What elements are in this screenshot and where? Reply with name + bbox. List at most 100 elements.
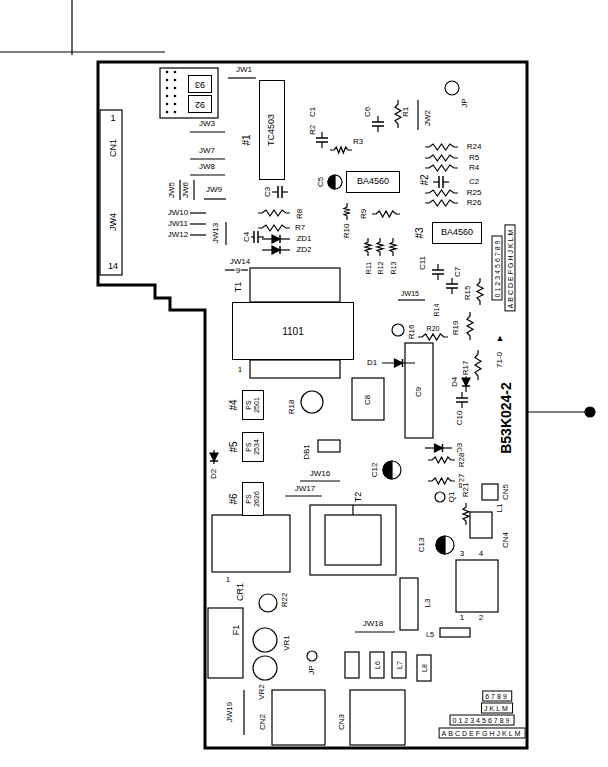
- wire: [258, 236, 264, 237]
- part-label: R9: [360, 208, 368, 220]
- part-label: D2: [210, 468, 218, 480]
- part-label: JW6: [182, 181, 190, 199]
- jumper-wire: [179, 180, 180, 200]
- part-name: 1101: [282, 326, 304, 337]
- wire: [437, 274, 438, 280]
- pin-dot: [174, 111, 177, 114]
- jumper-wire: [355, 631, 395, 632]
- part-name: BA4560: [357, 177, 389, 187]
- part-label: JW7: [198, 147, 216, 155]
- wire: [433, 181, 439, 182]
- resistor-symbol: [390, 238, 396, 256]
- part-label: R24: [466, 143, 483, 151]
- part-label: R15: [464, 285, 472, 302]
- terminal-table: 6789: [482, 691, 512, 702]
- jumper-marker: 93: [188, 75, 212, 93]
- part-label: 1: [237, 366, 243, 374]
- part-label: R8: [296, 208, 304, 220]
- resistor-symbol: [330, 147, 352, 153]
- coil-outline: [345, 652, 359, 678]
- part-label: R4: [468, 164, 480, 172]
- electrolytic-capacitor: [383, 461, 392, 479]
- coil-outline: [400, 578, 418, 630]
- transistor-symbol: [435, 492, 445, 502]
- part-name: PS 2534: [245, 437, 260, 457]
- connector-outline: [272, 690, 325, 745]
- board-number: B53K024-2: [499, 381, 513, 455]
- part-label: JW16: [309, 470, 331, 478]
- part-label: R14: [433, 303, 440, 318]
- part-label: R2: [309, 124, 317, 136]
- resistor-symbol: [467, 312, 473, 340]
- jumper-wire: [190, 174, 225, 175]
- diode-symbol: [402, 359, 404, 367]
- pin-dot: [166, 111, 169, 114]
- part-label: L6: [374, 660, 381, 670]
- part-label: #3: [415, 226, 425, 239]
- part-label: #4: [229, 398, 239, 411]
- part-label: 14: [107, 262, 119, 271]
- part-label: 1: [459, 614, 465, 622]
- jumper-wire: [300, 480, 340, 481]
- frame-line: [0, 51, 165, 52]
- part-label: 1: [109, 114, 116, 123]
- jumper-wire: [398, 299, 425, 300]
- part-label: R18: [288, 399, 296, 416]
- part-label: C1: [309, 106, 317, 118]
- leader-line: [527, 411, 588, 412]
- diode-symbol: [210, 453, 218, 461]
- jumper-wire: [193, 180, 194, 200]
- part-label: C8: [364, 394, 372, 406]
- diode-symbol: [279, 246, 281, 254]
- bridge-outline: [318, 440, 340, 452]
- transformer-core: [352, 505, 353, 515]
- test-point: [307, 651, 317, 661]
- resistor-symbol: [258, 210, 290, 216]
- part-name: BA4560: [441, 228, 473, 238]
- jumper-wire: [285, 495, 322, 496]
- part-label: DB1: [303, 443, 311, 461]
- part-label: C11: [419, 255, 427, 271]
- terminal-table: ABCDEFGHJKLM: [505, 225, 516, 312]
- part-label: CN2: [259, 713, 267, 731]
- part-label: R17: [462, 360, 470, 377]
- part-label: 2: [478, 614, 484, 622]
- part-label: C9: [415, 386, 423, 398]
- resistor-symbol: [418, 334, 448, 340]
- relay-outline: [212, 515, 290, 572]
- terminal-table: 0123456789: [492, 236, 503, 301]
- pin-dot: [166, 87, 169, 90]
- part-label: #2: [420, 173, 430, 186]
- part-label: C12: [371, 462, 379, 479]
- part-label: 9: [235, 267, 241, 275]
- pin-dot: [174, 79, 177, 82]
- electrolytic-capacitor: [383, 461, 401, 479]
- resistor-symbol: [475, 350, 481, 380]
- part-label: R19: [452, 320, 460, 337]
- part-label: D1: [366, 359, 378, 367]
- jumper-block: [160, 68, 218, 118]
- part-label: R1: [402, 106, 410, 118]
- jumper-wire: [417, 100, 418, 130]
- part-label: T2: [354, 491, 363, 504]
- part-label: R3: [352, 138, 364, 146]
- resistor-symbol: [425, 200, 458, 206]
- part-label: 1: [225, 576, 231, 584]
- terminal-table: JKLM: [481, 703, 513, 714]
- resistor-symbol: [428, 457, 455, 463]
- part-label: L8: [421, 663, 428, 673]
- resistor-symbol: [425, 144, 458, 150]
- resistor-symbol: [377, 238, 383, 256]
- part-label: C2: [468, 178, 480, 186]
- pin-dot: [166, 79, 169, 82]
- resistor-symbol: [372, 211, 400, 217]
- resistor-symbol: [425, 165, 458, 171]
- part-label: JW19: [226, 701, 234, 723]
- wire: [461, 402, 462, 408]
- part-label: L7: [396, 660, 403, 670]
- part-label: #5: [229, 440, 239, 453]
- transformer-core: [325, 515, 381, 565]
- part-label: JW12: [167, 231, 189, 239]
